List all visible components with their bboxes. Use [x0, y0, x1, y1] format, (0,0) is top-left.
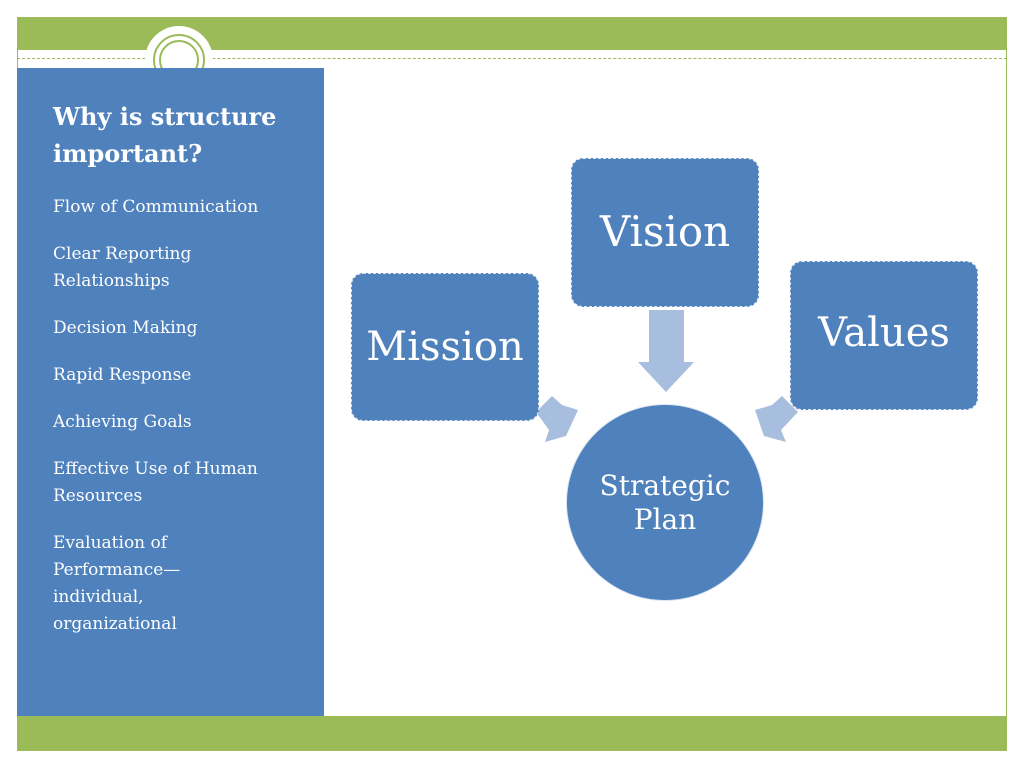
list-item: Evaluation of Performance— individual, o… [53, 533, 181, 634]
vision-box: Vision [571, 158, 759, 307]
side-panel-title: Why is structure important? [53, 102, 277, 168]
list-item: Clear Reporting Relationships [53, 244, 192, 291]
strategic-plan-circle: Strategic Plan [566, 404, 764, 601]
mission-box: Mission [351, 273, 539, 421]
list-item: Achieving Goals [53, 412, 192, 432]
side-panel: Why is structure important? Flow of Comm… [17, 68, 324, 716]
list-item: Decision Making [53, 318, 198, 338]
list-item: Flow of Communication [53, 197, 259, 217]
list-item: Effective Use of Human Resources [53, 459, 258, 506]
values-box: Values [790, 261, 978, 410]
side-panel-list: Flow of Communication Clear Reporting Re… [53, 194, 304, 638]
dashed-divider [17, 58, 1007, 59]
strategic-plan-label: Strategic Plan [599, 468, 731, 536]
list-item: Rapid Response [53, 365, 192, 385]
bottom-accent-bar [17, 716, 1007, 751]
